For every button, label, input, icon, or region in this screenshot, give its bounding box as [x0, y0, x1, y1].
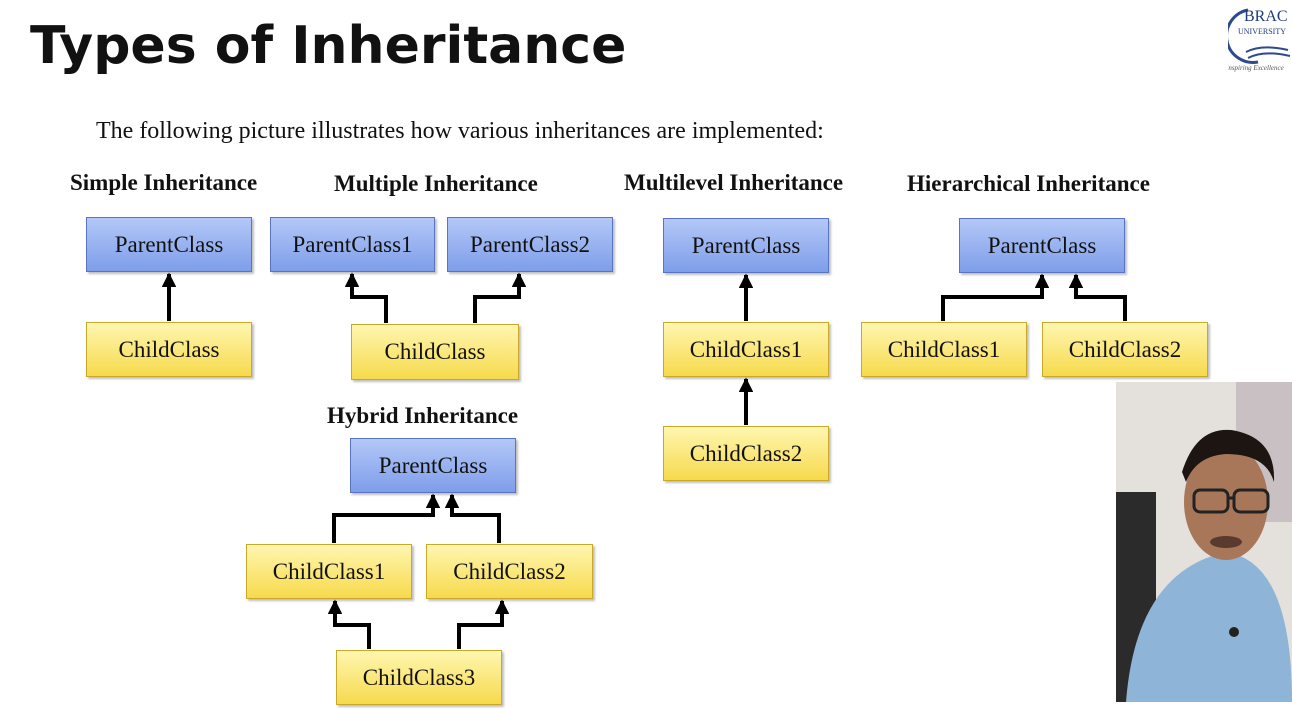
- presenter-figure: [1116, 382, 1292, 702]
- slide-intro: The following picture illustrates how va…: [96, 118, 824, 144]
- multiple-parent-class1-box: ParentClass1: [270, 217, 435, 272]
- heading-hybrid: Hybrid Inheritance: [327, 403, 519, 428]
- logo-name: BRAC: [1244, 8, 1288, 25]
- simple-child-class-box: ChildClass: [86, 322, 252, 377]
- hybrid-child-class2-box: ChildClass2: [426, 544, 593, 599]
- hybrid-arrow-bottom-left: [327, 599, 371, 649]
- heading-simple: Simple Inheritance: [70, 170, 258, 195]
- logo-tagline: Inspiring Excellence: [1228, 64, 1284, 72]
- multilevel-parent-class-box: ParentClass: [663, 218, 829, 273]
- logo-sub: UNIVERSITY: [1238, 27, 1286, 36]
- hierarchical-arrow-left: [941, 273, 1050, 321]
- multiple-parent-class2-box: ParentClass2: [447, 217, 613, 272]
- slide-title: Types of Inheritance: [30, 16, 627, 76]
- presenter-webcam: [1116, 382, 1292, 702]
- heading-multiple: Multiple Inheritance: [334, 171, 538, 196]
- multilevel-child-class2-box: ChildClass2: [663, 426, 829, 481]
- hybrid-arrow-bottom-right: [457, 599, 510, 649]
- heading-multilevel: Multilevel Inheritance: [624, 170, 844, 195]
- logo-emblem: [1228, 8, 1291, 64]
- hierarchical-parent-class-box: ParentClass: [959, 218, 1125, 273]
- hybrid-child-class1-box: ChildClass1: [246, 544, 412, 599]
- hybrid-child-class3-box: ChildClass3: [336, 650, 502, 705]
- multiple-child-class-box: ChildClass: [351, 324, 519, 380]
- brac-university-logo: BRAC UNIVERSITY Inspiring Excellence: [1228, 0, 1292, 76]
- multiple-arrow-right: [473, 272, 527, 323]
- simple-parent-class-box: ParentClass: [86, 217, 252, 272]
- hierarchical-child-class2-box: ChildClass2: [1042, 322, 1208, 377]
- hierarchical-arrow-right: [1068, 273, 1127, 321]
- hybrid-arrow-left: [332, 493, 441, 543]
- multilevel-child-class1-box: ChildClass1: [663, 322, 829, 377]
- heading-hierarchical: Hierarchical Inheritance: [907, 171, 1150, 196]
- hierarchical-child-class1-box: ChildClass1: [861, 322, 1027, 377]
- hybrid-arrow-right: [444, 493, 501, 543]
- multiple-arrow-left: [344, 272, 388, 323]
- hybrid-parent-class-box: ParentClass: [350, 438, 516, 493]
